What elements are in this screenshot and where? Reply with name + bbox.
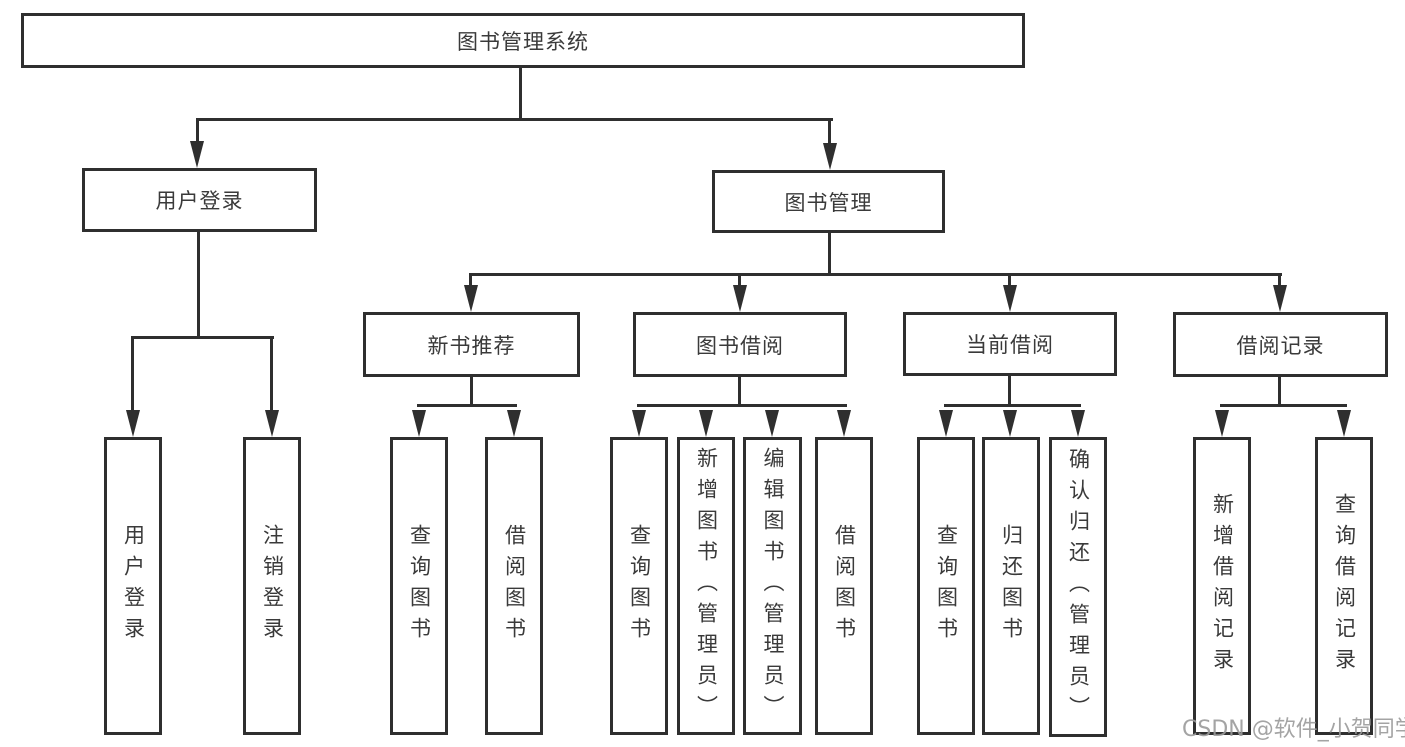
leaf-br-add-record: 新增借阅记录 (1193, 437, 1251, 735)
node-borrow-record: 借阅记录 (1173, 312, 1388, 377)
leaf-br-query-record: 查询借阅记录 (1315, 437, 1373, 735)
node-book-mgmt: 图书管理 (712, 170, 945, 233)
leaf-bb-edit-books-admin: 编辑图书（管理员） (743, 437, 802, 735)
connector-current-borrow-stem (1008, 376, 1011, 407)
arrowhead-borrow-record (1273, 285, 1287, 312)
connector-current-borrow-bar (944, 404, 1081, 407)
connector-book-mgmt-drop (828, 118, 831, 148)
leaf-logout: 注销登录 (243, 437, 301, 735)
connector-user-login-drop (196, 118, 199, 146)
leaf-nbr-query-books: 查询图书 (390, 437, 448, 735)
leaf-bb-borrow-books: 借阅图书 (815, 437, 873, 735)
arrowhead-book-mgmt (823, 143, 837, 170)
arrowhead-current-borrow (1003, 285, 1017, 312)
arrowhead-book-borrow (733, 285, 747, 312)
csdn-watermark: CSDN @软件_小贺同学 (1182, 717, 1405, 742)
connector-borrow-record-stem (1278, 377, 1281, 407)
leaf-cb-confirm-return-admin: 确认归还（管理员） (1049, 437, 1107, 737)
node-book-borrow: 图书借阅 (633, 312, 847, 377)
connector-new-book-bar (417, 404, 517, 407)
arrowhead-user-login (190, 141, 204, 168)
arrowhead-bb-edit (765, 410, 779, 437)
arrowhead-leaf-login (126, 410, 140, 437)
arrowhead-cb-return (1003, 410, 1017, 437)
node-new-book-rec: 新书推荐 (363, 312, 580, 377)
connector-book-mgmt-stem (828, 233, 831, 276)
connector-root-stem (519, 68, 522, 121)
leaf-user-login: 用户登录 (104, 437, 162, 735)
arrowhead-nbr-borrow (507, 410, 521, 437)
arrowhead-leaf-logout (265, 410, 279, 437)
connector-new-book-stem (470, 377, 473, 407)
arrowhead-cb-confirm (1071, 410, 1085, 437)
arrowhead-br-query (1337, 410, 1351, 437)
leaf-cb-query-books: 查询图书 (917, 437, 975, 735)
node-root: 图书管理系统 (21, 13, 1025, 68)
connector-new-book-drop (469, 273, 472, 290)
arrowhead-new-book (464, 285, 478, 312)
connector-book-mgmt-bar (469, 273, 1282, 276)
node-user-login: 用户登录 (82, 168, 317, 232)
connector-current-borrow-drop (1008, 273, 1011, 290)
connector-leaf-logout-drop (270, 336, 273, 412)
connector-book-borrow-stem (738, 377, 741, 407)
connector-borrow-record-bar (1220, 404, 1347, 407)
connector-leaf-login-drop (131, 336, 134, 412)
arrowhead-bb-borrow (837, 410, 851, 437)
arrowhead-bb-query (632, 410, 646, 437)
arrowhead-bb-add (699, 410, 713, 437)
leaf-bb-add-books-admin: 新增图书（管理员） (677, 437, 735, 735)
connector-borrow-record-drop (1278, 273, 1281, 290)
connector-book-borrow-bar (637, 404, 847, 407)
connector-book-borrow-drop (738, 273, 741, 290)
leaf-bb-query-books: 查询图书 (610, 437, 668, 735)
arrowhead-br-add (1215, 410, 1229, 437)
connector-user-login-bar (132, 336, 274, 339)
node-current-borrow: 当前借阅 (903, 312, 1117, 376)
connector-root-bar (196, 118, 833, 121)
arrowhead-cb-query (939, 410, 953, 437)
leaf-cb-return-books: 归还图书 (982, 437, 1040, 735)
arrowhead-nbr-query (412, 410, 426, 437)
leaf-nbr-borrow-books: 借阅图书 (485, 437, 543, 735)
connector-user-login-stem (197, 232, 200, 339)
